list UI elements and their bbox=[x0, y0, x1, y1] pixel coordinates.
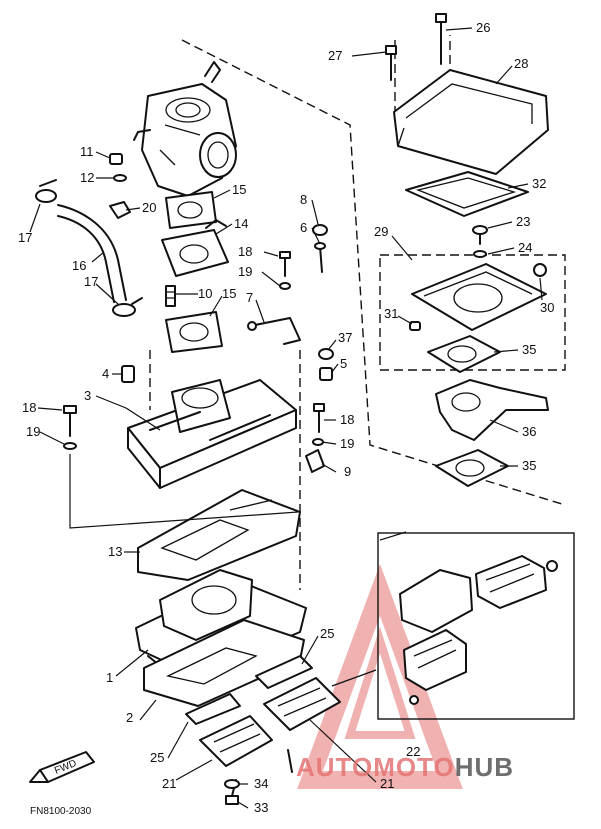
cap-part-11 bbox=[109, 153, 123, 165]
watermark-wordmark: AUTOMOTOHUB bbox=[296, 752, 514, 782]
callout-20: 20 bbox=[142, 200, 156, 215]
bolt-18-upper bbox=[279, 251, 291, 277]
gasket-35-lower bbox=[435, 449, 509, 487]
screw-31 bbox=[409, 321, 421, 331]
bolt-26 bbox=[435, 13, 447, 65]
callout-37: 37 bbox=[338, 330, 352, 345]
bracket-9 bbox=[305, 449, 325, 473]
callout-14: 14 bbox=[234, 216, 248, 231]
watermark-logo bbox=[297, 563, 463, 789]
callout-24: 24 bbox=[518, 240, 532, 255]
screw-6 bbox=[314, 242, 326, 273]
callout-36: 36 bbox=[522, 424, 536, 439]
adapter-plate-36 bbox=[435, 379, 549, 441]
callout-21-left: 21 bbox=[162, 776, 176, 791]
callout-23: 23 bbox=[516, 214, 530, 229]
fitting-part-20 bbox=[109, 201, 131, 219]
washer-19-left bbox=[63, 442, 77, 450]
fwd-arrow: FWD bbox=[29, 751, 95, 783]
gasket-25-left bbox=[185, 693, 241, 725]
water-hose bbox=[57, 204, 127, 303]
washer-19-upper bbox=[279, 282, 291, 290]
callout-33: 33 bbox=[254, 800, 268, 815]
callout-28: 28 bbox=[514, 56, 528, 71]
callout-3: 3 bbox=[84, 388, 91, 403]
callout-15-lower: 15 bbox=[222, 286, 236, 301]
callout-4: 4 bbox=[102, 366, 109, 381]
air-box-base-29 bbox=[411, 263, 547, 331]
callout-5: 5 bbox=[340, 356, 347, 371]
callout-19-right: 19 bbox=[340, 436, 354, 451]
callout-35-upper: 35 bbox=[522, 342, 536, 357]
screw-30 bbox=[533, 263, 547, 277]
nut-5 bbox=[319, 367, 333, 381]
diagram-code: FN8100-2030 bbox=[30, 806, 92, 817]
callout-18-upper: 18 bbox=[238, 244, 252, 259]
callout-31: 31 bbox=[384, 306, 398, 321]
stud-part-near-34 bbox=[287, 749, 293, 773]
callout-26: 26 bbox=[476, 20, 490, 35]
leader-lines bbox=[29, 27, 543, 809]
callout-13: 13 bbox=[108, 544, 122, 559]
callout-27: 27 bbox=[328, 48, 342, 63]
callout-19-left: 19 bbox=[26, 424, 40, 439]
hose-clamp-upper bbox=[35, 179, 57, 203]
callout-21-right: 21 bbox=[380, 776, 394, 791]
callout-30: 30 bbox=[540, 300, 554, 315]
bolt-27 bbox=[385, 45, 397, 81]
callout-2: 2 bbox=[126, 710, 133, 725]
callout-15-upper: 15 bbox=[232, 182, 246, 197]
bolt-18-right bbox=[313, 403, 325, 433]
callout-22: 22 bbox=[406, 744, 420, 759]
air-box-cover-28 bbox=[393, 69, 549, 175]
callout-8: 8 bbox=[300, 192, 307, 207]
washer-34 bbox=[224, 779, 240, 789]
stud-bolt-10 bbox=[165, 285, 176, 307]
reed-valve-21-left bbox=[199, 715, 273, 767]
carburetor-body-3 bbox=[127, 379, 297, 489]
throttle-lever-7 bbox=[247, 317, 301, 345]
callout-16: 16 bbox=[72, 258, 86, 273]
gasket-25-right bbox=[255, 655, 313, 689]
callout-11: 11 bbox=[80, 144, 94, 159]
gasket-upper-15 bbox=[165, 191, 217, 229]
gasket-13 bbox=[137, 489, 301, 581]
callout-17-upper: 17 bbox=[18, 230, 32, 245]
washer-24 bbox=[473, 250, 487, 258]
callout-34: 34 bbox=[254, 776, 268, 791]
cylinder-head-assembly bbox=[133, 61, 237, 197]
gasket-35-upper bbox=[427, 335, 501, 373]
callout-18-left: 18 bbox=[22, 400, 36, 415]
callout-numbers: 11 12 20 17 16 17 15 14 8 6 18 19 10 15 … bbox=[18, 20, 554, 815]
spacer-4 bbox=[121, 365, 135, 383]
callout-17-lower: 17 bbox=[84, 274, 98, 289]
callout-9: 9 bbox=[344, 464, 351, 479]
callout-29: 29 bbox=[374, 224, 388, 239]
callout-12: 12 bbox=[80, 170, 94, 185]
bolt-18-left bbox=[63, 405, 77, 437]
washer-19-right bbox=[312, 438, 324, 446]
intake-joint-14 bbox=[161, 219, 229, 277]
callout-18-right: 18 bbox=[340, 412, 354, 427]
reed-valve-21-right bbox=[263, 677, 341, 731]
hose-clamp-lower bbox=[112, 297, 143, 317]
bolt-23 bbox=[472, 225, 488, 245]
watermark-text: AUTOMOTOHUB bbox=[296, 752, 514, 782]
callout-6: 6 bbox=[300, 220, 307, 235]
callout-25-right: 25 bbox=[320, 626, 334, 641]
gasket-lower-15 bbox=[165, 311, 223, 353]
detail-box-22 bbox=[377, 531, 575, 720]
callout-19-upper: 19 bbox=[238, 264, 252, 279]
fitting-37 bbox=[318, 348, 334, 360]
washer-part-12 bbox=[113, 174, 127, 182]
callout-7: 7 bbox=[246, 290, 253, 305]
callout-25-left: 25 bbox=[150, 750, 164, 765]
callout-35-lower: 35 bbox=[522, 458, 536, 473]
gasket-32 bbox=[405, 171, 529, 217]
callout-10: 10 bbox=[198, 286, 212, 301]
callout-1: 1 bbox=[106, 670, 113, 685]
callout-32: 32 bbox=[532, 176, 546, 191]
